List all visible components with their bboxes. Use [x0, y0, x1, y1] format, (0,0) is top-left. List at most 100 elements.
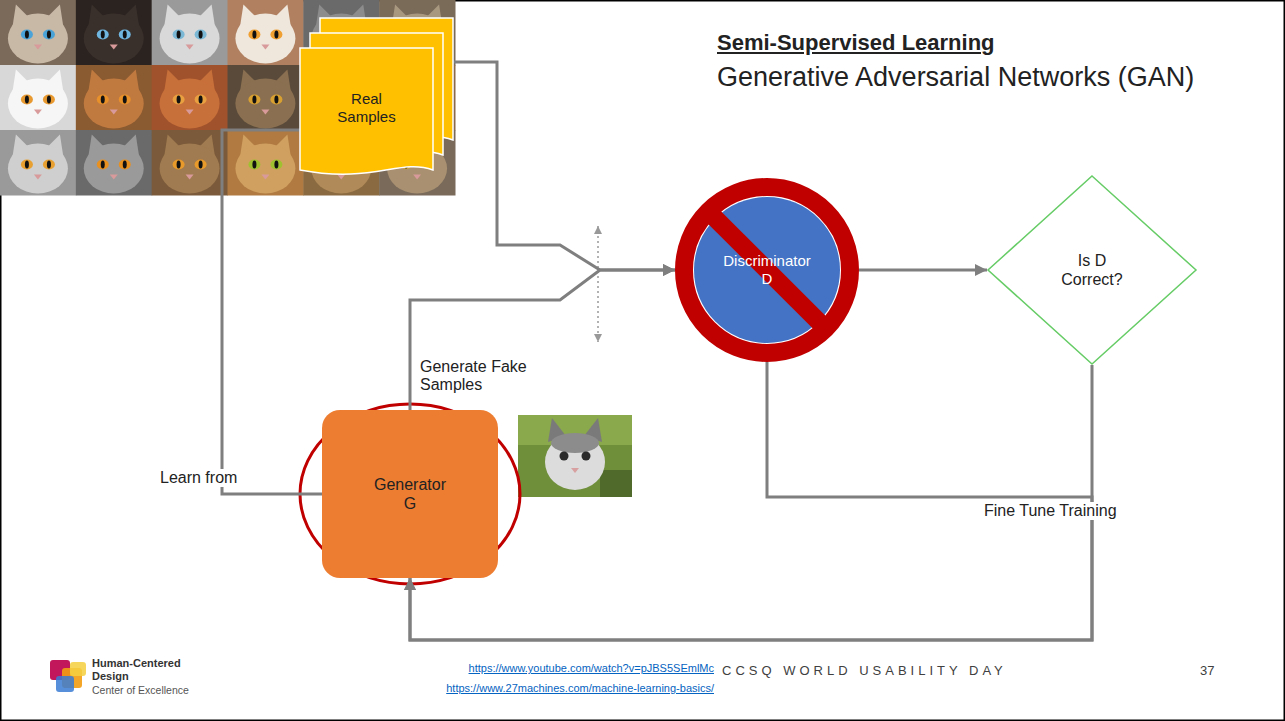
cat-photo: [76, 130, 152, 196]
logo-text: Human-Centered Design: [92, 657, 187, 682]
source-link: https://www.youtube.com/watch?v=pJBS5SEm…: [469, 662, 714, 675]
cat-eye: [119, 160, 131, 170]
cat-photo-collage: [0, 0, 456, 196]
photo-background: [152, 0, 228, 66]
connector-label: Fine Tune Training: [982, 502, 1119, 520]
prohibition-slash: [708, 211, 825, 328]
cat-photo: [228, 0, 304, 66]
cat-pupil: [123, 161, 127, 169]
cat-eye: [21, 30, 33, 40]
fake-cat-photo: [518, 415, 632, 497]
shape-outline: [987, 175, 1197, 365]
cat-photo: [228, 65, 304, 131]
cat-eye: [270, 30, 282, 40]
cat-eye: [21, 95, 33, 105]
cat-eye: [119, 95, 131, 105]
highlight-ellipse: [300, 404, 520, 584]
connector: [453, 62, 675, 270]
cat-pupil: [177, 31, 181, 39]
cat-nose: [34, 45, 42, 50]
cat-photo: [76, 0, 152, 66]
cat-nose: [261, 175, 269, 180]
cat-nose: [34, 175, 42, 180]
cat-photo: [152, 130, 228, 196]
subtitle: Generative Adversarial Networks (GAN): [717, 62, 1194, 93]
photo-background: [0, 65, 76, 131]
cat-nose: [261, 110, 269, 115]
cat-pupil: [25, 31, 29, 39]
cat-face: [235, 144, 295, 194]
cat-nose: [110, 110, 118, 115]
connector: [859, 269, 987, 272]
cat-face: [160, 144, 220, 194]
cat-eye: [43, 95, 55, 105]
cat-pupil: [252, 161, 256, 169]
cat-pupil: [25, 161, 29, 169]
cat-photo: [228, 130, 304, 196]
cat-eye: [560, 452, 569, 461]
cat-face: [8, 79, 68, 129]
cat-eye: [195, 160, 207, 170]
cat-pupil: [101, 31, 105, 39]
cat-eye: [248, 30, 260, 40]
cat-pupil: [274, 161, 278, 169]
cat-face: [235, 14, 295, 64]
cat-nose: [186, 45, 194, 50]
cat-face: [160, 79, 220, 129]
connector-label: Learn from: [158, 469, 239, 487]
slide-title: Semi-Supervised Learning: [717, 30, 995, 55]
node-text: Generator G: [370, 475, 450, 513]
cat-eye: [173, 160, 185, 170]
cat-fur: [551, 433, 599, 453]
document-stack: Real Samples: [300, 18, 453, 178]
photo-background: [76, 130, 152, 196]
cat-eye: [195, 30, 207, 40]
cat-pupil: [252, 96, 256, 104]
cat-photo: [152, 65, 228, 131]
cat-pupil: [47, 161, 51, 169]
cat-eye: [173, 30, 185, 40]
logo-mark: [50, 660, 86, 692]
cat-nose: [186, 175, 194, 180]
logo-square: [70, 662, 86, 676]
connector: [410, 270, 675, 410]
photo-background: [0, 130, 76, 196]
cat-nose: [186, 110, 194, 115]
photo-background: [152, 65, 228, 131]
cat-photo: [152, 0, 228, 66]
cat-eye: [97, 160, 109, 170]
photo-background: [76, 65, 152, 131]
photo-background: [228, 130, 304, 196]
logo-text: Center of Excellence: [92, 684, 189, 696]
cat-face: [84, 79, 144, 129]
cat-eye: [97, 30, 109, 40]
footer-text: CCSQ WORLD USABILITY DAY: [722, 664, 1007, 679]
cat-face: [160, 14, 220, 64]
cat-photo: [0, 0, 76, 66]
cat-pupil: [274, 31, 278, 39]
cat-eye: [248, 160, 260, 170]
cat-eye: [270, 160, 282, 170]
cat-eye: [97, 95, 109, 105]
node-text: Discriminator D: [718, 252, 816, 288]
document-page: [300, 48, 433, 174]
cat-nose: [571, 468, 579, 473]
photo-background: [76, 0, 152, 66]
slide-number: 37: [1200, 664, 1214, 679]
process-box: Generator G: [322, 410, 498, 578]
cat-eye: [173, 95, 185, 105]
node-text: Is D Correct?: [1052, 251, 1132, 289]
cat-photo: [76, 65, 152, 131]
cat-photo: [0, 130, 76, 196]
decision-diamond: Is D Correct?: [987, 175, 1197, 365]
cat-face: [545, 434, 605, 490]
photo-background: [228, 65, 304, 131]
cat-pupil: [177, 96, 181, 104]
cat-pupil: [199, 96, 203, 104]
cat-pupil: [274, 96, 278, 104]
connector: [410, 362, 1092, 640]
discriminator-circle: [694, 197, 840, 343]
cat-face: [84, 14, 144, 64]
